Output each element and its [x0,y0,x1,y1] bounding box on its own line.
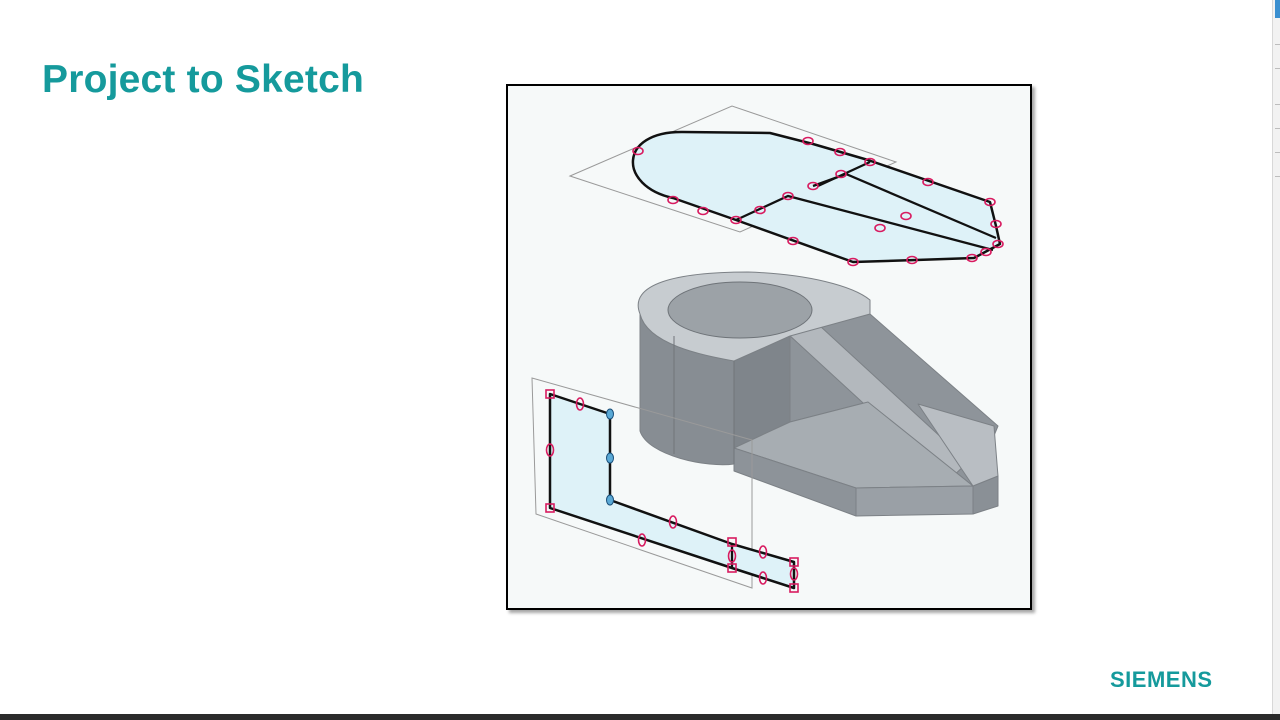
projected-sketch [531,377,799,593]
slide-title: Project to Sketch [42,58,364,101]
part-boss-hole [667,281,813,339]
cad-illustration-frame [506,84,1032,610]
bottom-edge-bar [0,714,1280,720]
vertical-scrollbar[interactable] [1272,0,1280,714]
side-sketch-plane [531,377,753,589]
side-sketch-profile [548,392,796,590]
scrollbar-tick [1275,176,1280,177]
top-sketch-edge [735,194,994,252]
scrollbar-tick [1275,44,1280,45]
part-base-front-wide [855,485,974,517]
top-sketch [568,105,1004,267]
top-sketch-constraint-markers [632,136,1004,267]
part-end-top [917,403,999,487]
side-sketch-constraint-markers [545,389,799,593]
siemens-logo: SIEMENS [1110,667,1213,692]
top-sketch-profile [631,130,1002,264]
top-sketch-edge [817,160,871,188]
scrollbar-tick [1275,152,1280,153]
scrollbar-tick [1275,68,1280,69]
solid-part [637,271,999,517]
top-sketch-plane [568,105,898,233]
side-sketch-reference-points [606,408,614,506]
scrollbar-tick [1275,104,1280,105]
scrollbar-thumb[interactable] [1275,0,1280,18]
scrollbar-tick [1275,128,1280,129]
project-to-sketch-illustration [531,105,1004,593]
